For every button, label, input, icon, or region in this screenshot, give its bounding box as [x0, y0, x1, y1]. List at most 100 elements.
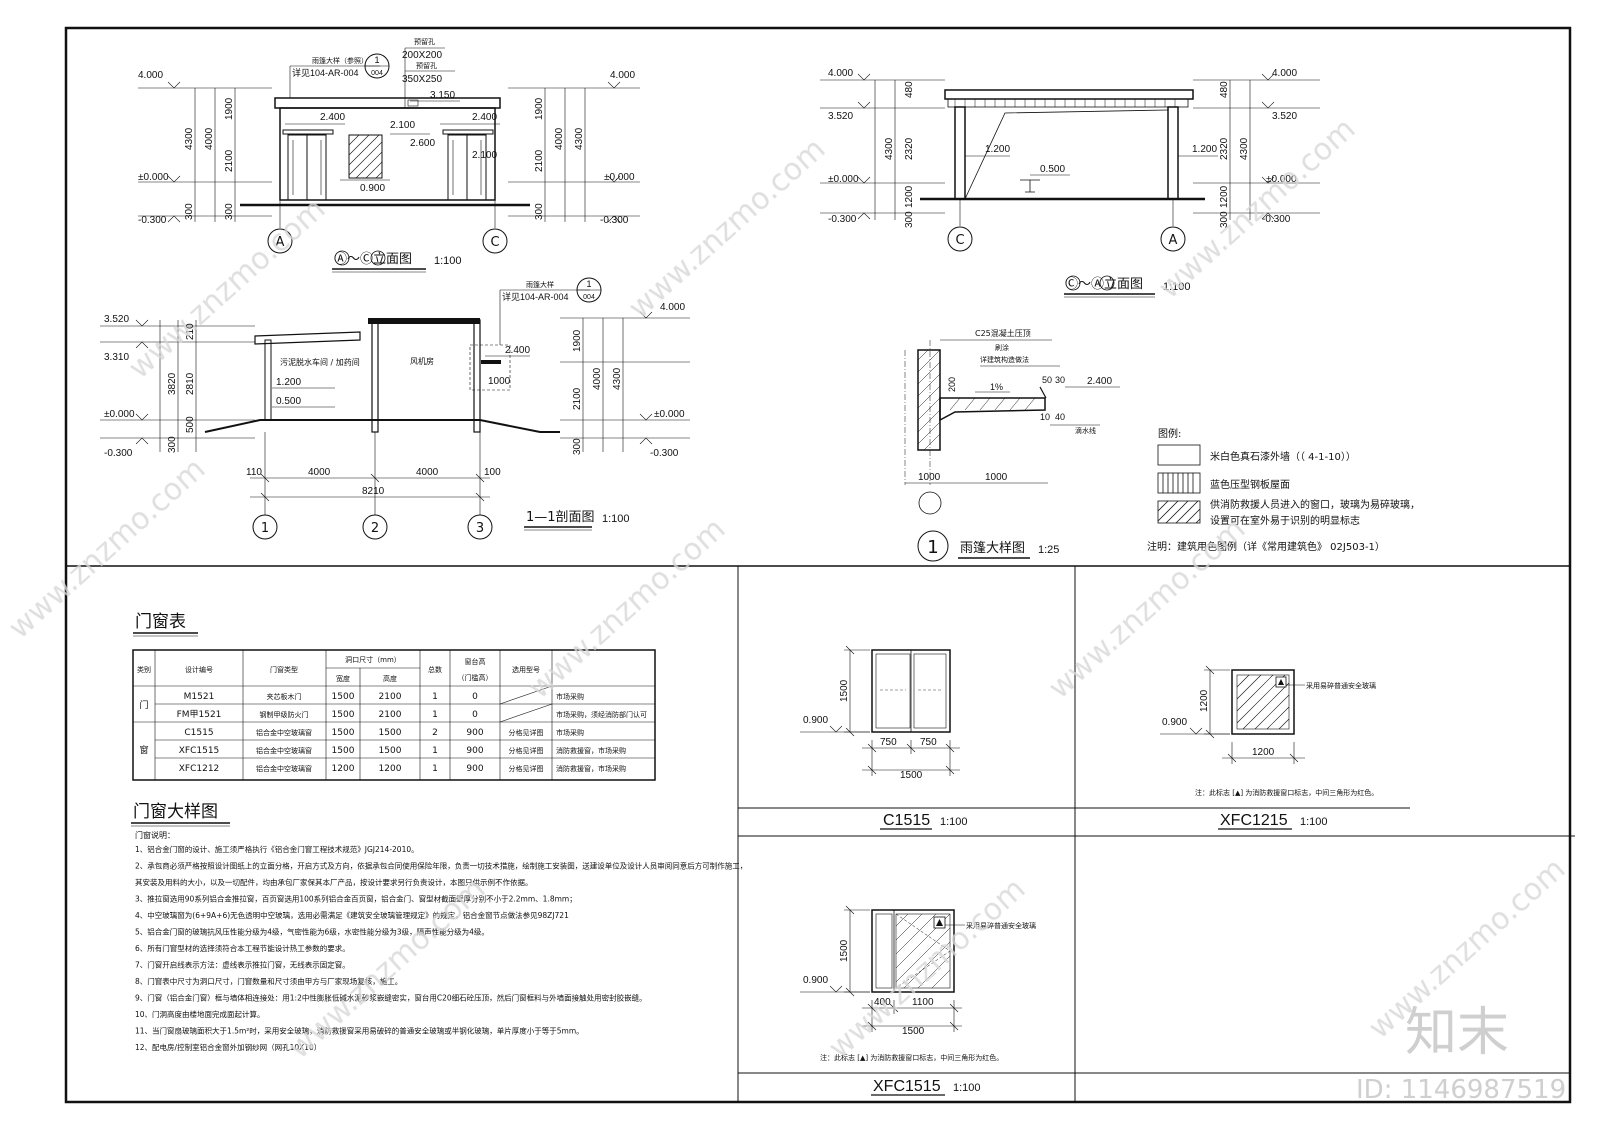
section-11: 污泥脱水车间 / 加药间 风机房 1.200 0.500 2.400 1000 … — [100, 277, 690, 540]
ca-dim-1200: 1200 — [904, 185, 915, 208]
ca-level-4000-right: 4.000 — [1272, 68, 1297, 79]
notes-title: 门窗大样图 — [133, 802, 218, 822]
sec-level-0500: 0.500 — [276, 396, 301, 407]
building-body — [279, 107, 496, 201]
note-line: 1、铝合金门窗的设计、施工须严格执行《铝合金门窗工程技术规范》JGJ214-20… — [135, 844, 419, 854]
sec-bdim-4000-b: 4000 — [416, 467, 439, 478]
axis-3-label: 3 — [476, 521, 484, 536]
callout-canopy: 雨篷大样（参照） — [312, 56, 368, 65]
watermark-brand: 知末 — [1405, 1003, 1509, 1063]
xfc1515-sill: 0.900 — [803, 975, 828, 986]
c1515-w: 1500 — [900, 770, 923, 781]
xfc1215-w: 1200 — [1252, 747, 1275, 758]
sec-level-1000: 1000 — [488, 376, 511, 387]
sec-dim-3820: 3820 — [167, 372, 178, 395]
ca-dim-300-right: 300 — [1219, 211, 1230, 228]
level-neg0300-right: -0.300 — [600, 215, 629, 226]
cell-w: 1500 — [332, 746, 355, 756]
note-line: 4、中空玻璃窗为(6+9A+6)无色透明中空玻璃，选用必需满足《建筑安全玻璃管理… — [135, 910, 569, 920]
sec-level-0000-right: ±0.000 — [654, 409, 685, 420]
column-right — [1167, 106, 1179, 200]
legend: 图例: 米白色真石漆外墙（（ 4-1-10）） 蓝色压型钢板屋面 供消防救援人员… — [1147, 427, 1420, 553]
cell-n: 1 — [432, 764, 438, 774]
cell-w: 1200 — [332, 764, 355, 774]
hole-size-1: 200X200 — [402, 50, 442, 61]
ca-level-1200-left: 1.200 — [985, 144, 1010, 155]
canopy-slope: 1% — [990, 382, 1003, 392]
canopy-dim-30: 30 — [1055, 375, 1065, 385]
legend-item-roof: 蓝色压型钢板屋面 — [1210, 478, 1290, 491]
sec-level-4000: 4.000 — [660, 302, 685, 313]
elevation-ac-title-text: Ⓐ～Ⓒ立面图 — [334, 252, 412, 267]
canopy-axis-marker — [918, 491, 942, 515]
ca-dim-480: 480 — [904, 81, 915, 98]
ca-level-3520-right: 3.520 — [1272, 111, 1297, 122]
th-sill: 窗台高 — [465, 657, 486, 666]
dim-4000-right: 4000 — [554, 127, 565, 150]
c1515-h: 1500 — [839, 679, 850, 702]
canopy-detail-box — [469, 344, 511, 391]
cell-sill: 900 — [466, 764, 483, 774]
note-line: 2、承包商必须严格按照设计图纸上的立面分格，开启方式及方向，依据承包合同使用保险… — [135, 861, 747, 871]
hole-size-2: 350X250 — [402, 74, 442, 85]
callout-sheet: 004 — [371, 70, 383, 77]
notes-lines: 1、铝合金门窗的设计、施工须严格执行《铝合金门窗工程技术规范》JGJ214-20… — [135, 844, 747, 1052]
sec-dim-210: 210 — [185, 323, 196, 340]
canopy-dim-40: 40 — [1055, 412, 1065, 422]
sec-rdim-4300: 4300 — [612, 367, 623, 390]
elevation-ca-scale: 1:100 — [1163, 281, 1191, 293]
bench — [1020, 179, 1040, 193]
note-line: 5、铝合金门窗的玻璃抗风压性能分级为4级，气密性能为6级，水密性能分级为3级，隔… — [135, 927, 489, 937]
wall-2 — [371, 319, 379, 433]
cell-code: FM甲1521 — [177, 709, 222, 720]
legend-title: 图例: — [1158, 427, 1181, 440]
sec-callout-canopy: 雨篷大样 — [526, 280, 554, 289]
xfc1515-title: XFC1515 — [873, 1078, 941, 1095]
cell-code: XFC1515 — [179, 746, 220, 756]
cell-sill: 900 — [466, 728, 483, 738]
ca-dim-4300: 4300 — [884, 137, 895, 160]
axis-a-marker-ca — [1160, 226, 1186, 252]
sec-bdim-8210: 8210 — [362, 486, 385, 497]
cell-w: 1500 — [332, 692, 355, 702]
cell-note: 消防救援窗，市场采购 — [556, 764, 626, 773]
sec-level-neg0300-right: -0.300 — [650, 448, 679, 459]
legend-swatch-rescue — [1157, 500, 1201, 524]
xfc1215-sill: 0.900 — [1162, 717, 1187, 728]
th-model: 选用型号 — [512, 665, 540, 674]
watermarks: www.znzmo.com www.znzmo.com www.znzmo.co… — [2, 112, 1572, 1066]
cell-type: 夹芯板木门 — [267, 692, 302, 701]
xfc1515-w1: 400 — [874, 997, 891, 1008]
xfc1515-frame — [871, 909, 955, 993]
canopy-title-num: 1 — [927, 537, 938, 558]
c1515-w1: 750 — [880, 737, 897, 748]
elevation-ca-title-text: Ⓒ～Ⓐ立面图 — [1065, 277, 1143, 292]
sec-bdim-4000-a: 4000 — [308, 467, 331, 478]
ca-dim-4300-right: 4300 — [1239, 137, 1250, 160]
cell-note: 市场采购 — [556, 692, 584, 701]
cell-sill: 0 — [472, 710, 478, 720]
cell-model: 分格见详图 — [509, 728, 544, 737]
th-type: 门窗类型 — [270, 665, 298, 674]
watermark-site-3: www.znzmo.com — [1152, 112, 1362, 306]
ca-level-0000-right: ±0.000 — [1266, 174, 1297, 185]
ground-left — [204, 419, 375, 433]
canopy-title-circle — [917, 530, 949, 562]
dim-300-right: 300 — [534, 203, 545, 220]
ground-right — [375, 419, 560, 433]
elevation-ca: C A 4.000 3.520 ±0.000 -0.300 480 2320 1… — [820, 68, 1320, 298]
note-line: 10、门洞高度由楼地面完成面起计算。 — [135, 1009, 265, 1019]
schedule-table: 门窗表 类别 设计编号 门窗类型 洞口尺寸（mm） 宽度 高度 总数 — [132, 612, 656, 781]
th-width: 宽度 — [336, 674, 350, 683]
notes-subtitle: 门窗说明： — [135, 830, 175, 840]
callout-num: 1 — [374, 55, 379, 65]
sec-callout-num: 1 — [586, 279, 591, 289]
cell-note: 消防救援窗，市场采购 — [556, 746, 626, 755]
legend-note: 注明：建筑用色图例（详《常用建筑色》 02J503-1） — [1147, 540, 1385, 553]
detail-xfc1215: 采用易碎普通安全玻璃 1200 0.900 1200 注：此标志 [▲] 为消防… — [1160, 665, 1378, 830]
